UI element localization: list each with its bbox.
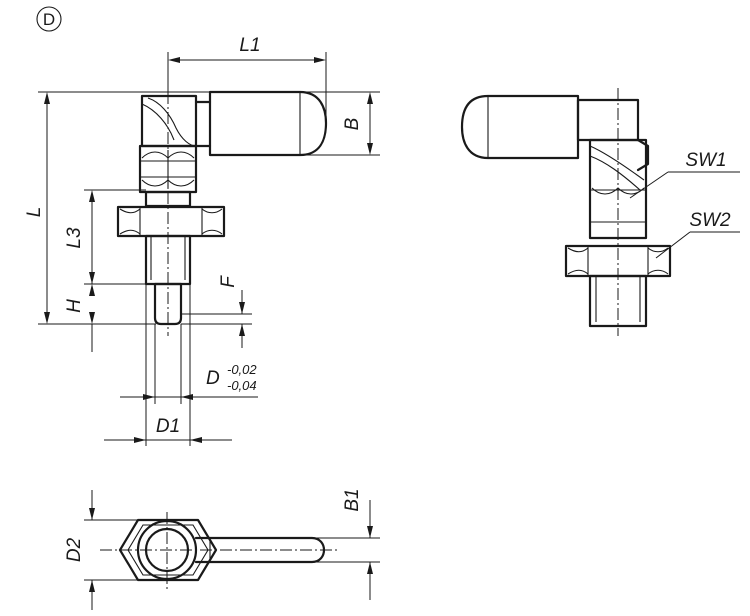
- dim-D1: D1: [104, 284, 232, 446]
- D-tolerance-upper: -0,02: [227, 362, 257, 377]
- D1-label: D1: [156, 416, 180, 437]
- D-label: D: [206, 368, 220, 389]
- side-lever-handle: [460, 94, 580, 160]
- side-elbow-head: [576, 98, 640, 142]
- side-view: SW1 SW2: [460, 88, 740, 336]
- dim-H: H: [64, 264, 156, 352]
- SW1-label: SW1: [685, 150, 726, 171]
- elbow-head: [140, 94, 198, 148]
- front-view: [116, 52, 328, 336]
- F-label: F: [218, 275, 239, 288]
- cam-curve: [147, 97, 197, 147]
- side-lock-nut: [564, 244, 672, 278]
- dim-D2: D2: [64, 490, 138, 610]
- L-label: L: [24, 207, 45, 218]
- D-tolerance-lower: -0,04: [227, 378, 257, 393]
- dim-L1: L1: [167, 35, 327, 120]
- dim-B1: B1: [312, 488, 380, 600]
- dim-B: B: [306, 91, 380, 156]
- view-label-text: D: [43, 10, 55, 29]
- B1-label: B1: [342, 488, 363, 511]
- side-threaded-body: [588, 274, 648, 328]
- top-view: [100, 512, 340, 590]
- H-label: H: [64, 299, 85, 313]
- lever-handle: [208, 90, 328, 157]
- L1-label: L1: [239, 35, 260, 56]
- SW2-label: SW2: [689, 210, 731, 231]
- dim-D: D -0,02 -0,04: [120, 324, 258, 404]
- SW2-leader: [655, 231, 691, 259]
- view-label: D: [36, 6, 62, 32]
- plunger-pin: [153, 282, 183, 326]
- side-hex-sw1: [588, 138, 648, 240]
- side-cam: [636, 138, 650, 172]
- cam-curve-inner: [141, 103, 175, 141]
- B-label: B: [342, 117, 363, 130]
- L3-label: L3: [64, 227, 85, 249]
- dim-F: F: [181, 275, 252, 348]
- lock-nut: [116, 205, 226, 238]
- D2-label: D2: [64, 537, 85, 562]
- SW1-leader: [629, 171, 669, 199]
